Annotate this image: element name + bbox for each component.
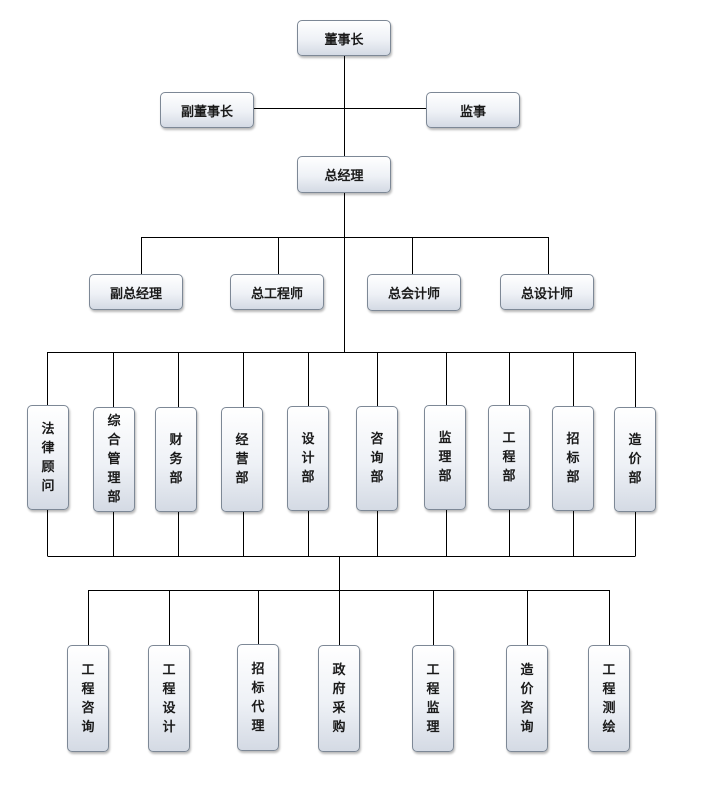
executive-node: 副总经理 bbox=[89, 274, 183, 310]
service-label: 造价咨询 bbox=[520, 662, 534, 735]
department-label: 招标部 bbox=[566, 432, 580, 485]
service-label: 工程监理 bbox=[426, 662, 440, 735]
department-label: 设计部 bbox=[301, 432, 315, 485]
department-label: 综合管理部 bbox=[107, 414, 121, 505]
department-label: 财务部 bbox=[169, 433, 183, 486]
department-node: 咨询部 bbox=[356, 406, 398, 511]
service-node: 造价咨询 bbox=[506, 645, 548, 752]
service-label: 工程设计 bbox=[162, 662, 176, 735]
service-node: 工程设计 bbox=[148, 645, 190, 752]
service-label: 工程测绘 bbox=[602, 662, 616, 735]
department-node: 招标部 bbox=[552, 406, 594, 511]
vice-chairman-node: 副董事长 bbox=[160, 92, 254, 128]
department-node: 监理部 bbox=[424, 405, 466, 510]
service-label: 工程咨询 bbox=[81, 662, 95, 735]
department-label: 法律顾问 bbox=[41, 421, 55, 494]
department-node: 造价部 bbox=[614, 407, 656, 512]
department-label: 经营部 bbox=[235, 433, 249, 486]
department-label: 咨询部 bbox=[370, 432, 384, 485]
general-manager-node: 总经理 bbox=[297, 156, 391, 193]
department-node: 设计部 bbox=[287, 406, 329, 511]
service-node: 工程测绘 bbox=[588, 645, 630, 752]
department-label: 工程部 bbox=[502, 431, 516, 484]
department-node: 法律顾问 bbox=[27, 405, 69, 510]
service-node: 工程监理 bbox=[412, 645, 454, 752]
department-label: 监理部 bbox=[438, 431, 452, 484]
executive-node: 总设计师 bbox=[500, 274, 594, 310]
supervisor-node: 监事 bbox=[426, 92, 520, 128]
department-node: 财务部 bbox=[155, 407, 197, 512]
department-label: 造价部 bbox=[628, 433, 642, 486]
executive-node: 总会计师 bbox=[367, 274, 461, 311]
chairman-node: 董事长 bbox=[297, 20, 391, 56]
department-node: 综合管理部 bbox=[93, 407, 135, 512]
service-label: 招标代理 bbox=[251, 661, 265, 734]
service-node: 招标代理 bbox=[237, 644, 279, 751]
department-node: 经营部 bbox=[221, 407, 263, 512]
service-node: 工程咨询 bbox=[67, 645, 109, 752]
executive-node: 总工程师 bbox=[230, 274, 324, 310]
service-label: 政府采购 bbox=[332, 662, 346, 735]
department-node: 工程部 bbox=[488, 405, 530, 510]
service-node: 政府采购 bbox=[318, 645, 360, 752]
